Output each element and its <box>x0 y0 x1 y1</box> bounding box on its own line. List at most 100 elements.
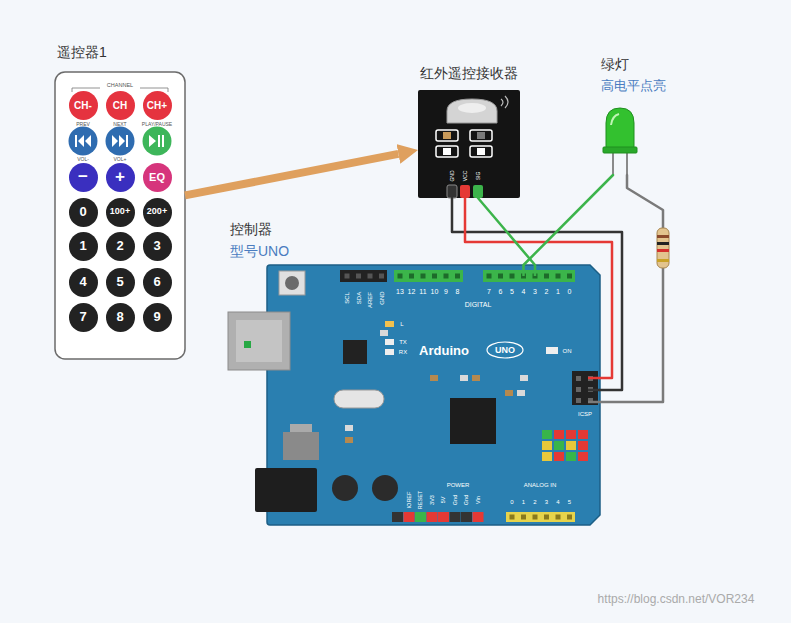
pin-number: 0 <box>568 288 572 295</box>
wire-stub <box>588 389 600 392</box>
arduino-uno-board <box>255 468 317 512</box>
pin-label: Vin <box>476 496 482 504</box>
ir-receiver-module <box>470 146 492 157</box>
status-led-matrix <box>554 441 564 450</box>
status-led-matrix <box>566 430 576 439</box>
button-label: 6 <box>153 275 160 289</box>
pin-header <box>567 515 572 520</box>
pin-label: RESET <box>418 491 424 509</box>
pin-header <box>427 512 438 522</box>
arduino-uno-board <box>576 376 581 381</box>
arduino-uno-board <box>279 271 305 295</box>
green-led <box>626 152 628 175</box>
pin-label: AREF <box>367 292 373 308</box>
gnd-wire <box>452 198 622 390</box>
pin-header <box>415 512 426 522</box>
ir-receiver-module <box>418 90 520 198</box>
arduino-uno-board <box>290 424 312 432</box>
ir-receiver-module <box>436 130 458 141</box>
pin-number: 13 <box>396 288 404 295</box>
pin-header <box>398 274 403 279</box>
button-label: 0 <box>79 205 86 219</box>
signal-arrow <box>185 154 398 196</box>
status-led-matrix <box>554 430 564 439</box>
pin-label: Gnd <box>453 495 459 505</box>
remote-button: 1 <box>69 232 98 261</box>
led-wire <box>524 175 613 265</box>
button-label: 7 <box>79 310 86 324</box>
part-heading: 遥控器1 <box>57 45 107 60</box>
part-heading: 红外遥控接收器 <box>420 66 518 81</box>
remote-button: + <box>106 163 135 192</box>
pin-header <box>506 512 575 522</box>
button-caption: NEXT <box>113 122 126 127</box>
pin-header <box>483 270 575 282</box>
ir-receiver-module <box>443 148 451 155</box>
arduino-uno-board <box>283 432 319 460</box>
button-caption: VOL- <box>77 157 89 162</box>
button-caption: PLAY/PAUSE <box>142 122 172 127</box>
arduino-uno-board <box>236 320 282 362</box>
button-label: − <box>78 168 88 187</box>
board-logo: Arduino <box>419 344 469 357</box>
remote-button: 100+ <box>106 198 135 227</box>
pin-header <box>444 274 449 279</box>
pin-header <box>567 274 572 279</box>
arduino-uno-board <box>334 390 384 408</box>
remote-button: 200+ <box>143 198 172 227</box>
remote-button: 6 <box>143 268 172 297</box>
green-led <box>611 114 619 125</box>
header-label: DIGITAL <box>465 301 492 308</box>
button-caption: VOL+ <box>114 157 127 162</box>
button-label: 8 <box>116 310 123 324</box>
ir-receiver-module <box>443 132 451 139</box>
remote-control: 遥控器1CH-CHCH+−+EQ0100+200+123456789 <box>55 72 185 359</box>
next-button <box>106 127 135 156</box>
part-heading: 绿灯 <box>601 57 629 72</box>
remote-control-body <box>55 72 185 359</box>
watermark: https://blog.csdn.net/VOR234 <box>598 593 755 605</box>
pin-header <box>510 274 515 279</box>
ir-receiver-module <box>436 146 458 157</box>
pin-header <box>544 515 549 520</box>
status-led-matrix <box>542 441 552 450</box>
ir-receiver-module <box>477 148 485 155</box>
pin-number: 1 <box>522 499 525 505</box>
pin-number: 0 <box>510 499 513 505</box>
status-led-matrix <box>566 452 576 461</box>
status-led-matrix <box>542 430 588 461</box>
pin-label: VCC <box>463 171 468 182</box>
arduino-uno-board <box>385 349 394 355</box>
button-label: 4 <box>79 275 86 289</box>
header-label: POWER <box>447 482 470 488</box>
pin-header <box>340 270 387 282</box>
arduino-uno-board <box>228 265 600 525</box>
resistor-symbol <box>657 242 669 245</box>
vcc-wire <box>465 198 612 378</box>
pin-header <box>404 512 415 522</box>
ir-receiver-module <box>458 103 486 113</box>
arduino-uno-board <box>576 387 581 392</box>
ir-receiver-module <box>470 130 492 141</box>
next-button <box>106 127 135 156</box>
button-label: CH+ <box>147 100 167 111</box>
pin-number: 10 <box>431 288 439 295</box>
arduino-uno-board <box>385 339 394 345</box>
resistor-symbol <box>657 249 669 252</box>
status-led-matrix <box>578 430 588 439</box>
arduino-uno-board <box>460 375 468 381</box>
pin-header <box>432 274 437 279</box>
status-led-matrix <box>578 441 588 450</box>
pin-number: 12 <box>408 288 416 295</box>
pin-number: 5 <box>568 499 571 505</box>
arduino-uno-board <box>345 425 353 431</box>
prev-button <box>69 127 98 156</box>
led-label: TX <box>399 339 407 345</box>
pin-header <box>487 274 492 279</box>
pin-header <box>345 274 350 279</box>
arduino-uno-board <box>380 330 388 336</box>
arduino-uno-board <box>285 276 299 290</box>
ir-receiver-module <box>501 96 508 108</box>
remote-button: CH <box>106 91 135 120</box>
